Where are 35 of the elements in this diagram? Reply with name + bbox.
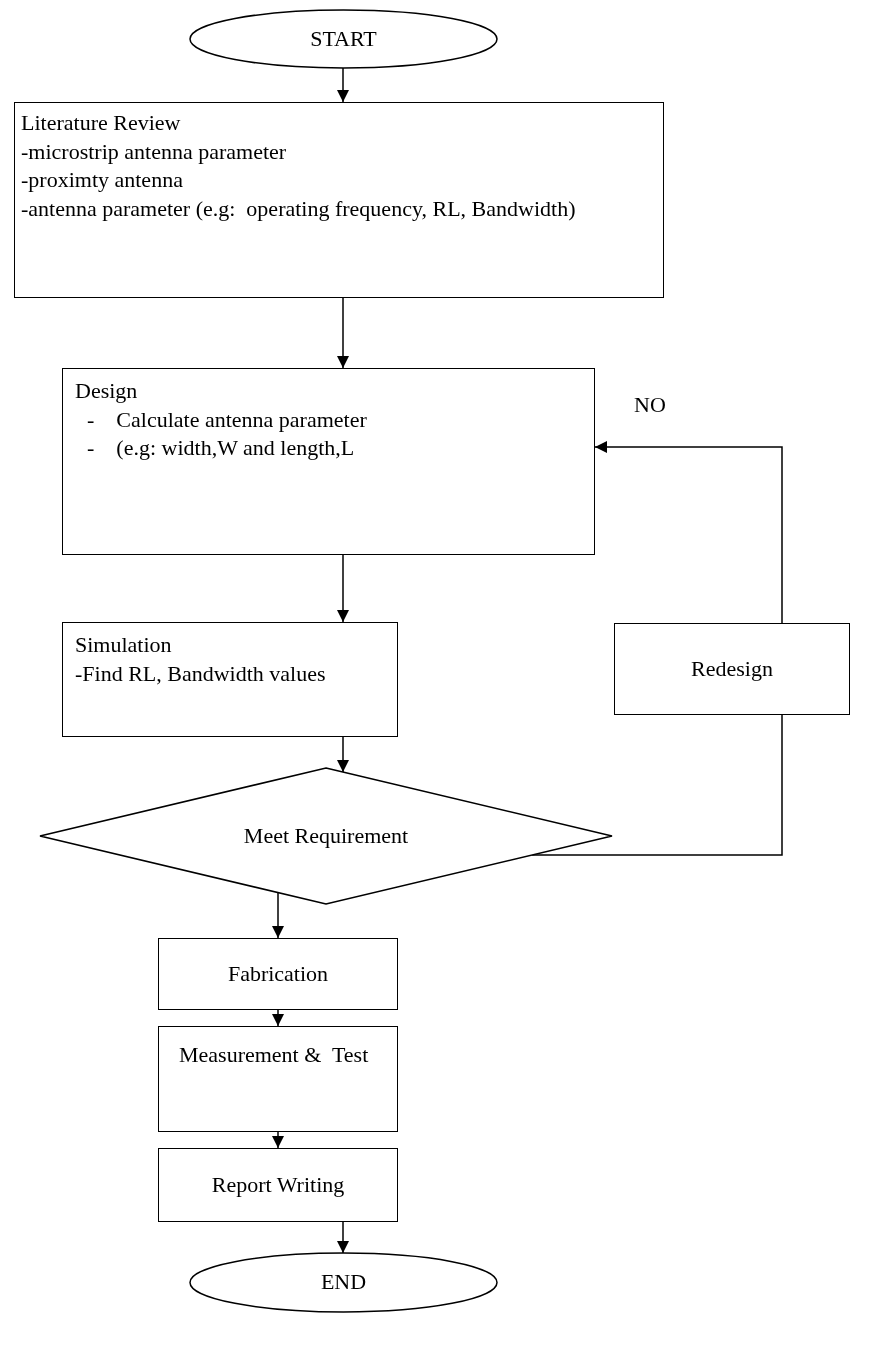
node-text: -Find RL, Bandwidth values bbox=[75, 659, 326, 688]
node-text: START bbox=[310, 24, 377, 53]
process-box bbox=[614, 623, 850, 715]
process-box bbox=[62, 622, 398, 737]
arrow bbox=[272, 891, 284, 939]
arrow bbox=[272, 1131, 284, 1149]
node-text: Design bbox=[75, 377, 138, 405]
process-box bbox=[14, 102, 664, 298]
node-text: Fabrication bbox=[227, 959, 329, 988]
node-text: - (e.g: width,W and length,L bbox=[87, 434, 355, 463]
process-box bbox=[158, 1026, 398, 1132]
node-text: Meet Requirement bbox=[243, 821, 409, 850]
arrow bbox=[337, 1221, 349, 1254]
node-text: Redesign bbox=[691, 654, 773, 683]
arrow bbox=[337, 736, 349, 773]
process-box bbox=[158, 1148, 398, 1222]
node-text: Literature Review bbox=[21, 109, 181, 137]
node-text: - Calculate antenna parameter bbox=[87, 405, 367, 434]
node-text: Measurement & Test bbox=[179, 1041, 369, 1069]
arrow bbox=[272, 1009, 284, 1027]
decision-diamond bbox=[40, 768, 612, 904]
node-text: Simulation bbox=[75, 631, 172, 659]
node-text: -antenna parameter (e.g: operating frequency, RL, Bandwidth) bbox=[21, 194, 576, 223]
node-text: -microstrip antenna parameter bbox=[21, 137, 287, 166]
arrow bbox=[594, 441, 783, 624]
node-text: -proximty antenna bbox=[21, 166, 183, 195]
arrow bbox=[337, 67, 349, 103]
node-text: END bbox=[320, 1268, 367, 1297]
terminator-ellipse bbox=[190, 10, 497, 68]
process-box bbox=[62, 368, 595, 555]
arrow bbox=[337, 554, 349, 623]
arrow bbox=[337, 297, 349, 369]
node-text: Report Writing bbox=[211, 1170, 345, 1199]
process-box bbox=[158, 938, 398, 1010]
terminator-ellipse bbox=[190, 1253, 497, 1312]
